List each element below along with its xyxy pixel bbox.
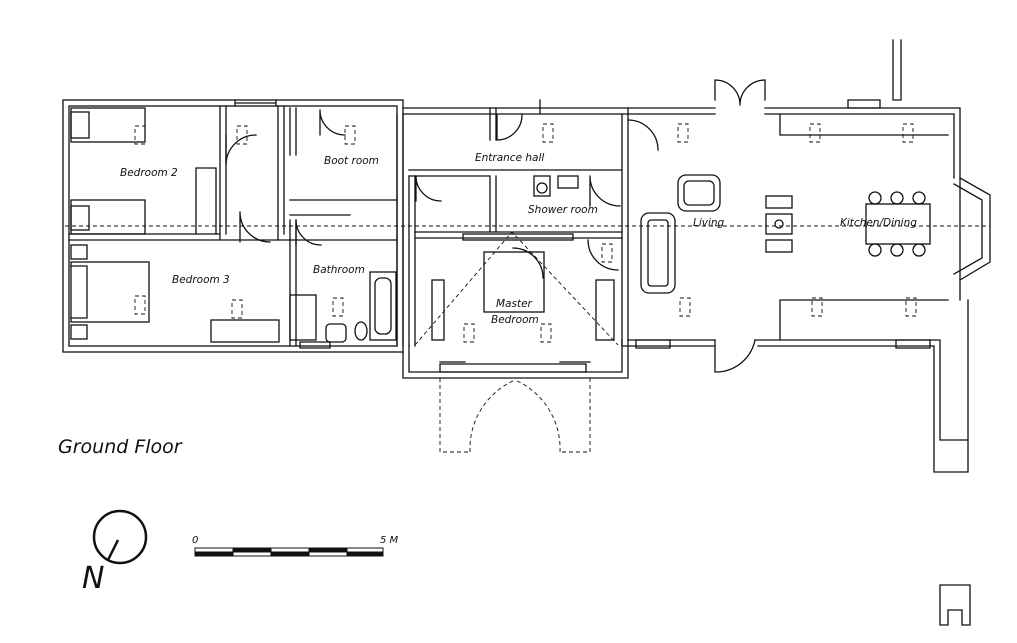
outer-wall-middle (402, 107, 629, 115)
outer-wall-right-wing (627, 107, 969, 441)
bay-window (953, 177, 991, 281)
north-arrow-icon (92, 509, 148, 565)
scale-start-label: 0 (192, 535, 198, 546)
bathtub (369, 271, 397, 341)
label-boot-room: Boot room (324, 155, 379, 167)
label-bathroom: Bathroom (313, 264, 365, 276)
label-master-line2: Bedroom (491, 314, 539, 326)
label-entrance-hall: Entrance hall (475, 152, 544, 164)
bed-bedroom3 (70, 261, 150, 323)
label-shower-room: Shower room (528, 204, 598, 216)
label-bedroom-3: Bedroom 3 (172, 274, 230, 286)
plan-title: Ground Floor (58, 436, 183, 458)
north-label: N (82, 561, 104, 596)
label-living: Living (693, 217, 725, 229)
scale-bar (194, 547, 384, 557)
armchair (677, 174, 721, 212)
bed-master (483, 251, 545, 313)
bed-bedroom2-top (70, 107, 146, 143)
door-bedroom3 (239, 211, 271, 243)
label-kitchen-dining: Kitchen/Dining (840, 217, 917, 229)
label-bedroom-2: Bedroom 2 (120, 167, 178, 179)
label-master-line1: Master (496, 298, 533, 310)
door-bedroom2 (225, 134, 257, 166)
scale-end-label: 5 M (380, 535, 399, 546)
sofa (640, 212, 676, 294)
